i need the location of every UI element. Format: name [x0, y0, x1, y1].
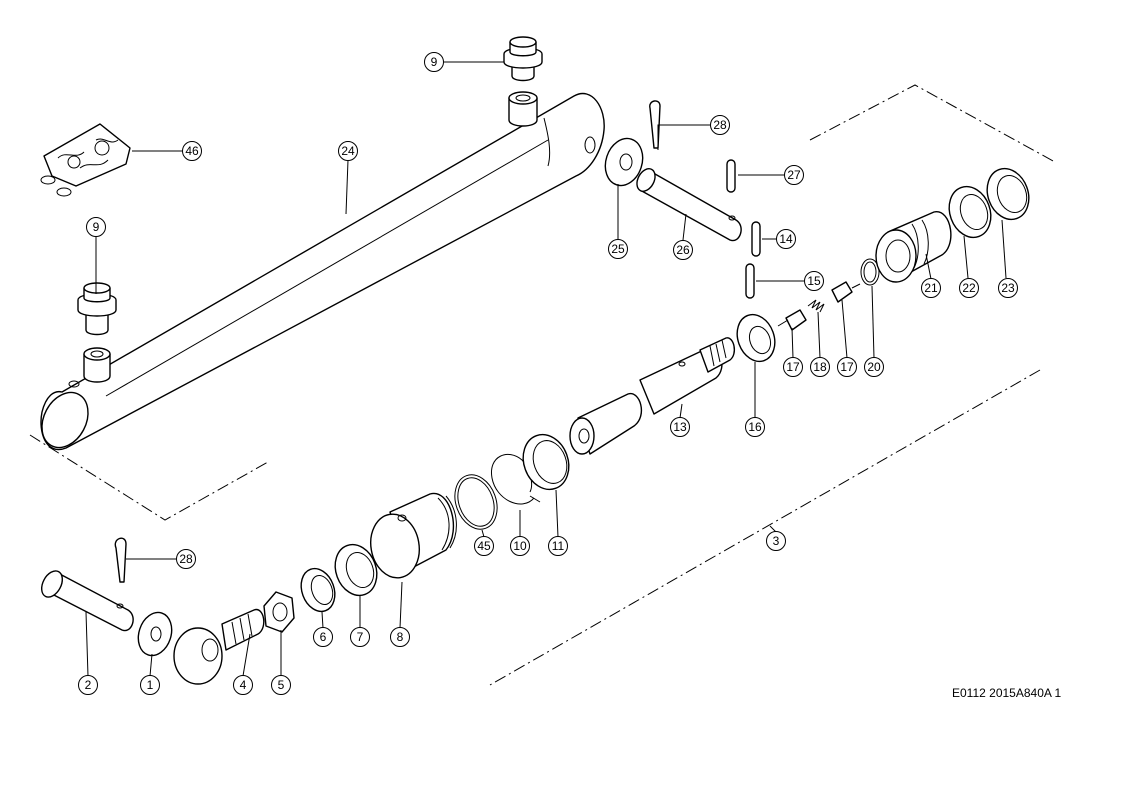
callout-22: 22: [959, 278, 979, 298]
piston-ring-11: [522, 433, 570, 491]
callout-20: 20: [864, 357, 884, 377]
callout-27: 27: [784, 165, 804, 185]
assembly-boundary-lines: [29, 84, 1056, 686]
callout-24: 24: [338, 141, 358, 161]
callout-10: 10: [510, 536, 530, 556]
svg-text:21: 21: [924, 281, 938, 295]
svg-text:28: 28: [179, 552, 193, 566]
callout-25: 25: [608, 239, 628, 259]
piston-rod: [569, 337, 736, 455]
callout-1: 1: [140, 675, 160, 695]
callout-9-lower: 9: [86, 217, 106, 237]
svg-text:20: 20: [867, 360, 881, 374]
svg-text:46: 46: [185, 144, 199, 158]
hex-nut: [263, 591, 295, 633]
collar: [736, 313, 776, 363]
callout-3: 3: [766, 531, 786, 551]
callout-17-right: 17: [837, 357, 857, 377]
callout-18: 18: [810, 357, 830, 377]
svg-text:14: 14: [779, 232, 793, 246]
hydraulic-fitting-upper: [503, 36, 543, 82]
svg-text:5: 5: [278, 678, 285, 692]
rod-seal: [334, 543, 378, 597]
callout-26: 26: [673, 240, 693, 260]
svg-text:23: 23: [1001, 281, 1015, 295]
svg-text:22: 22: [962, 281, 976, 295]
svg-text:4: 4: [240, 678, 247, 692]
callout-28-lower: 28: [176, 549, 196, 569]
svg-text:18: 18: [813, 360, 827, 374]
cylinder-gland: [370, 492, 457, 579]
callout-2: 2: [78, 675, 98, 695]
svg-text:2: 2: [85, 678, 92, 692]
svg-text:17: 17: [786, 360, 800, 374]
o-ring-20: [860, 258, 880, 286]
leader-lines: [85, 61, 1007, 677]
rod-eye: [173, 608, 265, 685]
svg-text:7: 7: [357, 630, 364, 644]
roll-pin-27: [726, 159, 736, 193]
seal-kit-bag: [40, 123, 131, 197]
callout-4: 4: [233, 675, 253, 695]
end-ring-22: [948, 185, 992, 239]
svg-text:8: 8: [397, 630, 404, 644]
callout-16: 16: [745, 417, 765, 437]
svg-text:11: 11: [552, 539, 565, 553]
callout-15: 15: [804, 271, 824, 291]
valve-plug-17b: [831, 281, 861, 303]
wiper-ring: [300, 567, 336, 613]
valve-plug-17a: [777, 309, 807, 331]
callout-46: 46: [182, 141, 202, 161]
svg-text:9: 9: [431, 55, 438, 69]
svg-text:28: 28: [713, 118, 727, 132]
valve-spring: [807, 299, 825, 313]
washer-lower: [137, 611, 173, 657]
svg-text:10: 10: [513, 539, 527, 553]
cylinder-end-cap: [875, 211, 952, 283]
callout-6: 6: [313, 627, 333, 647]
washer-upper: [604, 137, 644, 187]
svg-text:13: 13: [673, 420, 687, 434]
roll-pin-15: [745, 263, 755, 299]
clevis-pin-lower: [40, 570, 134, 632]
cotter-pin-lower: [114, 537, 127, 583]
svg-text:15: 15: [807, 274, 821, 288]
svg-text:9: 9: [93, 220, 100, 234]
callout-8: 8: [390, 627, 410, 647]
drawing-code-label: E0112 2015A840A 1: [952, 686, 1062, 700]
svg-text:45: 45: [477, 539, 491, 553]
callout-21: 21: [921, 278, 941, 298]
callout-14: 14: [776, 229, 796, 249]
svg-text:1: 1: [147, 678, 154, 692]
callout-9-upper: 9: [424, 52, 444, 72]
callout-7: 7: [350, 627, 370, 647]
callout-13: 13: [670, 417, 690, 437]
callout-23: 23: [998, 278, 1018, 298]
callout-17-left: 17: [783, 357, 803, 377]
callout-28-upper: 28: [710, 115, 730, 135]
roll-pin-14: [751, 221, 761, 257]
callout-5: 5: [271, 675, 291, 695]
clevis-pin-upper: [636, 168, 742, 242]
callout-11: 11: [548, 536, 568, 556]
svg-text:26: 26: [676, 243, 690, 257]
svg-text:17: 17: [840, 360, 854, 374]
hydraulic-fitting-lower: [77, 282, 117, 336]
svg-text:25: 25: [611, 242, 625, 256]
callout-45: 45: [474, 536, 494, 556]
svg-text:6: 6: [320, 630, 327, 644]
svg-text:27: 27: [787, 168, 801, 182]
svg-text:3: 3: [773, 534, 780, 548]
svg-text:16: 16: [748, 420, 762, 434]
end-ring-23: [986, 167, 1030, 221]
svg-text:24: 24: [341, 144, 355, 158]
cylinder-barrel: [40, 91, 605, 451]
o-ring-45: [454, 474, 498, 530]
